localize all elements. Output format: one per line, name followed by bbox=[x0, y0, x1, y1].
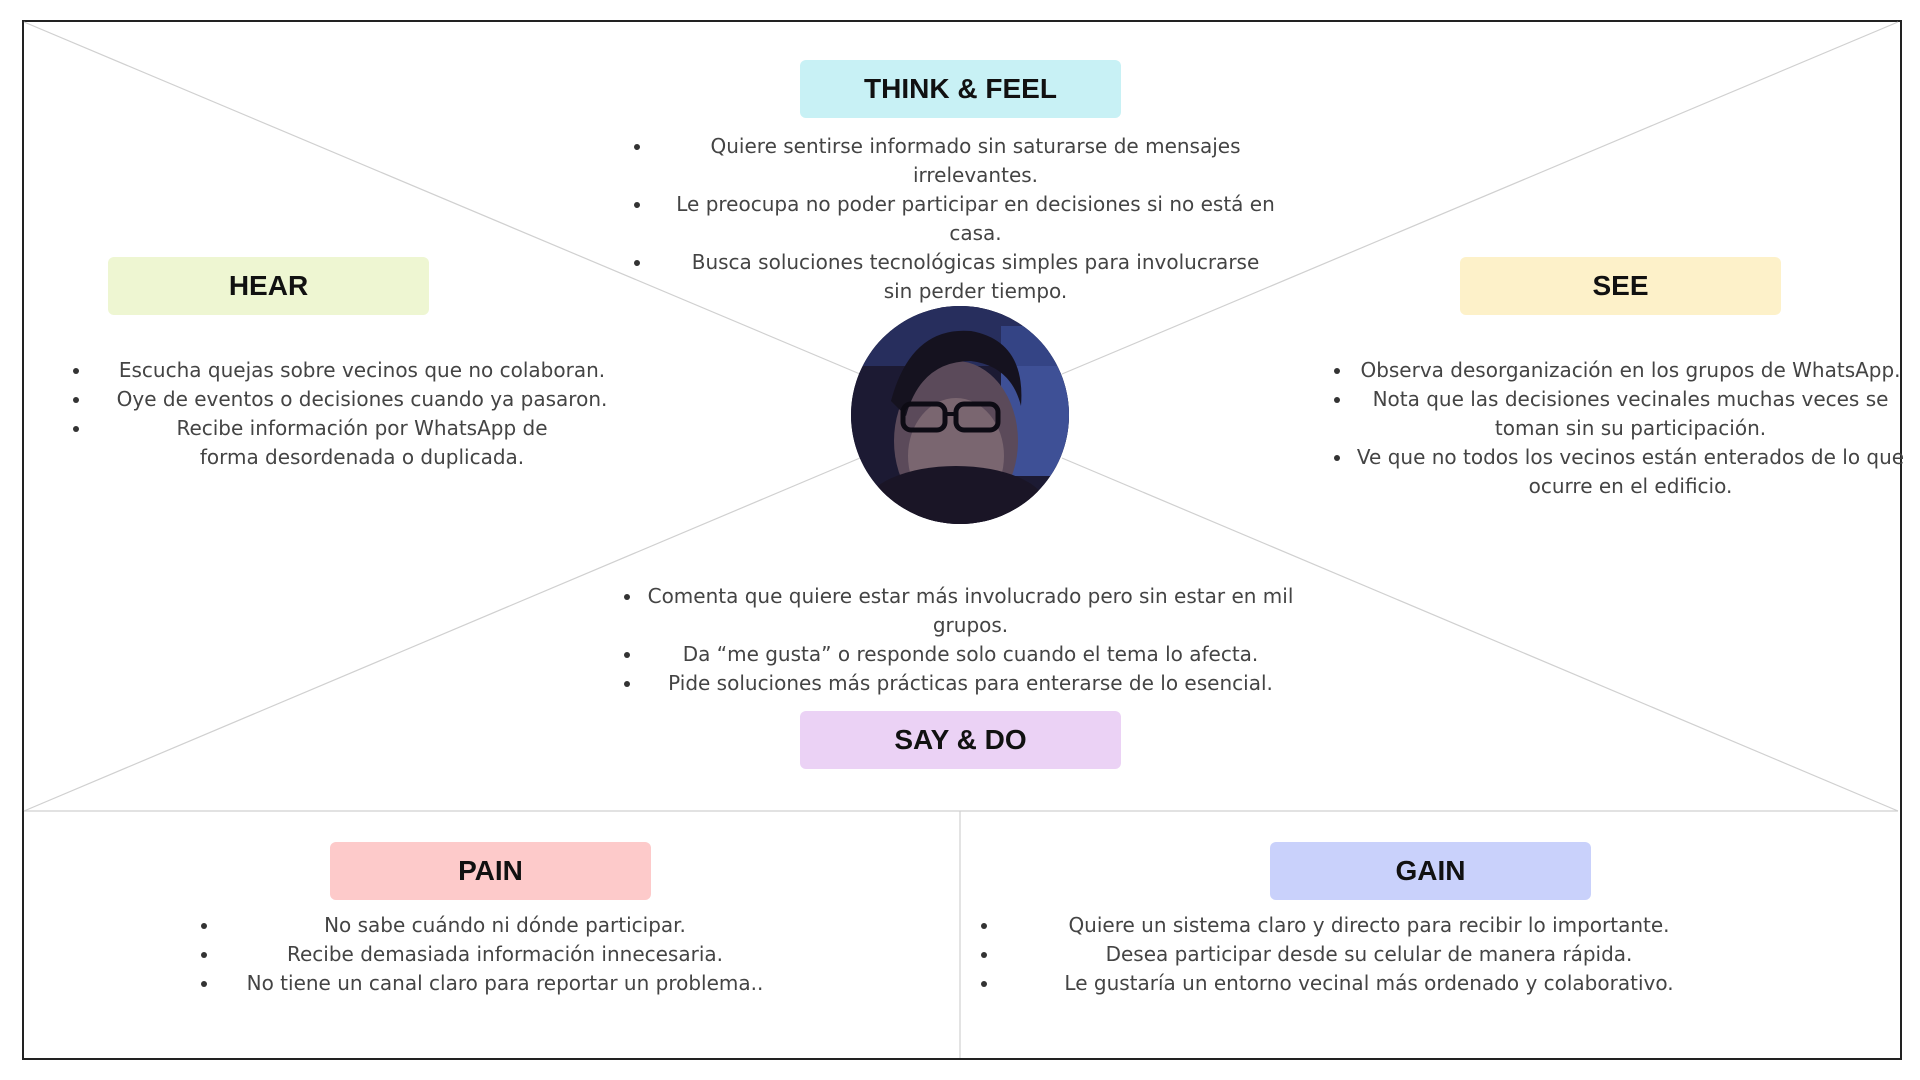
list-item: No sabe cuándo ni dónde participar. bbox=[220, 911, 790, 940]
diagonal-bottom-right bbox=[1061, 457, 1899, 812]
list-item: Busca soluciones tecnológicas simples pa… bbox=[653, 248, 1298, 306]
see-label: SEE bbox=[1460, 257, 1781, 315]
list-item: Pide soluciones más prácticas para enter… bbox=[643, 669, 1298, 698]
list-item: Da “me gusta” o responde solo cuando el … bbox=[643, 640, 1298, 669]
diagonal-top-right bbox=[1061, 21, 1899, 375]
gain-label: GAIN bbox=[1270, 842, 1591, 900]
list-item: Quiere sentirse informado sin saturarse … bbox=[653, 132, 1298, 190]
list-item: Quiere un sistema claro y directo para r… bbox=[1000, 911, 1738, 940]
list-item: No tiene un canal claro para reportar un… bbox=[220, 969, 790, 998]
list-item: Recibe demasiada información innecesaria… bbox=[220, 940, 790, 969]
persona-avatar bbox=[851, 306, 1069, 524]
see-list: Observa desorganización en los grupos de… bbox=[1325, 356, 1908, 501]
think-feel-label: THINK & FEEL bbox=[800, 60, 1121, 118]
pain-label: PAIN bbox=[330, 842, 651, 900]
list-item: Oye de eventos o decisiones cuando ya pa… bbox=[92, 385, 632, 414]
list-item: Ve que no todos los vecinos están entera… bbox=[1353, 443, 1908, 501]
list-item: Escucha quejas sobre vecinos que no cola… bbox=[92, 356, 632, 385]
list-item: Nota que las decisiones vecinales muchas… bbox=[1353, 385, 1908, 443]
diagonal-top-left bbox=[23, 21, 861, 375]
say-do-list: Comenta que quiere estar más involucrado… bbox=[615, 582, 1298, 698]
gain-list: Quiere un sistema claro y directo para r… bbox=[972, 911, 1738, 998]
diagonal-bottom-left bbox=[23, 457, 861, 812]
pain-list: No sabe cuándo ni dónde participar. Reci… bbox=[192, 911, 790, 998]
think-feel-list: Quiere sentirse informado sin saturarse … bbox=[625, 132, 1298, 306]
persona-photo bbox=[851, 306, 1069, 524]
say-do-label: SAY & DO bbox=[800, 711, 1121, 769]
hear-list: Escucha quejas sobre vecinos que no cola… bbox=[64, 356, 632, 472]
list-item: Le gustaría un entorno vecinal más orden… bbox=[1000, 969, 1738, 998]
list-item: Le preocupa no poder participar en decis… bbox=[653, 190, 1298, 248]
list-item: Comenta que quiere estar más involucrado… bbox=[643, 582, 1298, 640]
list-item: Recibe información por WhatsApp de forma… bbox=[92, 414, 632, 472]
hear-label: HEAR bbox=[108, 257, 429, 315]
list-item: Desea participar desde su celular de man… bbox=[1000, 940, 1738, 969]
empathy-map-frame bbox=[22, 20, 1902, 1060]
list-item: Observa desorganización en los grupos de… bbox=[1353, 356, 1908, 385]
